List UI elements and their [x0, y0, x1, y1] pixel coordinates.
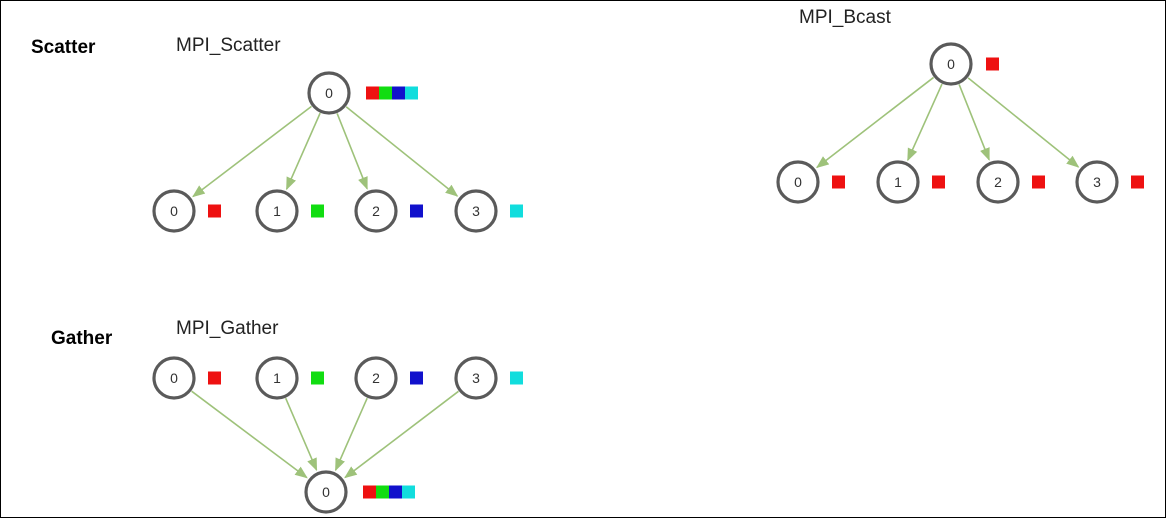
bcast-child-node-1-label: 1 — [894, 174, 902, 190]
scatter-edge-0 — [192, 105, 312, 198]
bcast-edge-1 — [907, 83, 943, 162]
scatter-root-chunk-2 — [392, 86, 405, 100]
scatter-section-label: Scatter — [31, 37, 96, 58]
bcast-edge-2 — [958, 84, 990, 161]
bcast-title: MPI_Bcast — [799, 7, 892, 28]
gather-edge-2 — [334, 397, 368, 472]
gather-child-node-1-label: 1 — [273, 370, 281, 386]
scatter-child-node-2-label: 2 — [372, 203, 380, 219]
bcast-child-node-2-label: 2 — [994, 174, 1002, 190]
scatter-root-chunk-1 — [379, 86, 392, 100]
gather-child-node-1-circle — [255, 356, 299, 400]
gather-child-2-chunk-0 — [410, 371, 423, 385]
gather-title: MPI_Gather — [176, 318, 279, 339]
scatter-child-node-0-circle — [152, 189, 196, 233]
gather-root-node-label: 0 — [322, 484, 330, 500]
scatter-diagram: MPI_Scatter 0 0 1 2 3 — [152, 35, 523, 233]
gather-child-node-3-circle — [454, 356, 498, 400]
scatter-edge-2 — [336, 113, 368, 190]
gather-diagram: MPI_Gather 0 0 1 2 3 — [152, 318, 523, 514]
scatter-root-chunk-3 — [405, 86, 418, 100]
gather-child-node-0-circle — [152, 356, 196, 400]
bcast-edge-0 — [815, 76, 935, 169]
scatter-child-0-chunk-0 — [208, 204, 221, 218]
scatter-root-chunk-0 — [366, 86, 379, 100]
bcast-child-node-3-label: 3 — [1093, 174, 1101, 190]
scatter-child-node-1-circle — [255, 189, 299, 233]
gather-child-node-2-circle — [354, 356, 398, 400]
gather-section-label: Gather — [51, 328, 113, 349]
bcast-child-node-1-circle — [876, 160, 920, 204]
bcast-child-node-3-circle — [1075, 160, 1119, 204]
scatter-child-3-chunk-0 — [510, 204, 523, 218]
bcast-root-chunk-0 — [986, 57, 999, 71]
bcast-root-node-label: 0 — [947, 56, 955, 72]
bcast-child-node-0-label: 0 — [794, 174, 802, 190]
scatter-child-2-chunk-0 — [410, 204, 423, 218]
gather-child-0-chunk-0 — [208, 371, 221, 385]
gather-root-chunk-2 — [389, 485, 402, 499]
gather-root-chunk-1 — [376, 485, 389, 499]
gather-root-node-circle — [304, 470, 348, 514]
bcast-child-0-chunk-0 — [832, 175, 845, 189]
gather-root-chunk-0 — [363, 485, 376, 499]
bcast-diagram: MPI_Bcast 0 0 1 2 3 — [776, 7, 1144, 204]
gather-edge-1 — [284, 397, 318, 472]
bcast-root-node-circle — [929, 42, 973, 86]
bcast-child-3-chunk-0 — [1131, 175, 1144, 189]
bcast-child-2-chunk-0 — [1032, 175, 1045, 189]
gather-child-1-chunk-0 — [311, 371, 324, 385]
gather-root-chunk-3 — [402, 485, 415, 499]
scatter-child-node-1-label: 1 — [273, 203, 281, 219]
gather-child-node-3-label: 3 — [472, 370, 480, 386]
scatter-title: MPI_Scatter — [176, 35, 281, 56]
bcast-edge-3 — [967, 77, 1080, 168]
bcast-child-node-2-circle — [976, 160, 1020, 204]
scatter-child-node-2-circle — [354, 189, 398, 233]
scatter-root-node-label: 0 — [325, 85, 333, 101]
bcast-child-1-chunk-0 — [932, 175, 945, 189]
gather-child-3-chunk-0 — [510, 371, 523, 385]
gather-child-node-0-label: 0 — [170, 370, 178, 386]
scatter-child-1-chunk-0 — [311, 204, 324, 218]
scatter-root-node-circle — [307, 71, 351, 115]
scatter-edge-1 — [285, 112, 321, 191]
scatter-edge-3 — [345, 106, 459, 197]
gather-child-node-2-label: 2 — [372, 370, 380, 386]
bcast-child-node-0-circle — [776, 160, 820, 204]
gather-edge-3 — [344, 390, 459, 479]
scatter-child-node-3-label: 3 — [472, 203, 480, 219]
scatter-child-node-3-circle — [454, 189, 498, 233]
gather-edge-0 — [191, 390, 308, 479]
scatter-child-node-0-label: 0 — [170, 203, 178, 219]
